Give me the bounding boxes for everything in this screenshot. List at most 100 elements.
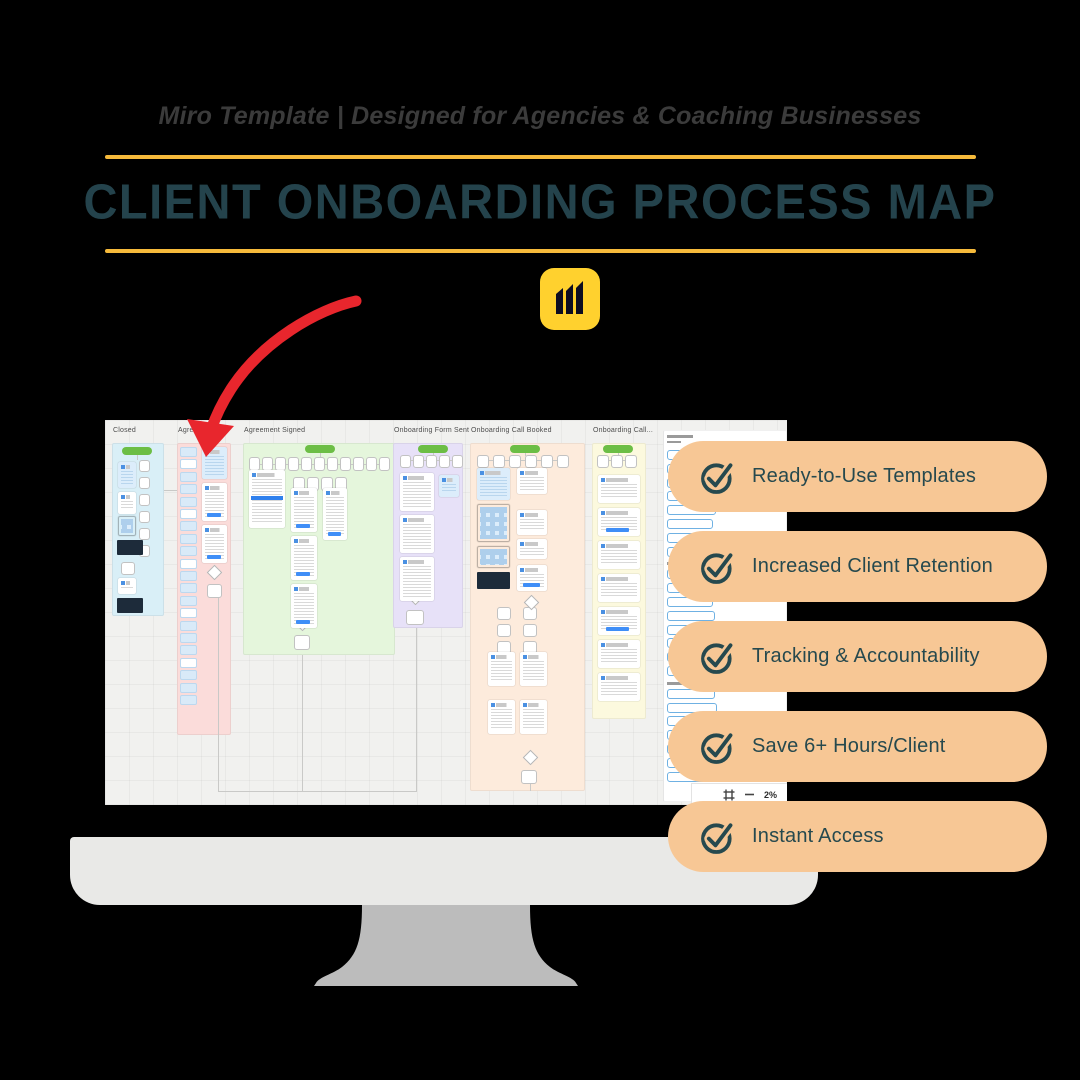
flow-node <box>400 455 411 468</box>
zoom-level: 2% <box>763 789 777 800</box>
connector-line <box>137 455 138 460</box>
flow-card <box>488 652 515 686</box>
minus-icon[interactable] <box>744 789 755 800</box>
flow-card <box>400 557 434 601</box>
checklist-chip <box>180 682 197 693</box>
panel-row <box>667 519 713 529</box>
connector-line <box>218 598 219 791</box>
flow-node <box>477 455 489 468</box>
flow-node <box>497 607 511 620</box>
connector-line <box>525 453 526 456</box>
flow-card <box>488 700 515 734</box>
green-sticker <box>122 447 152 455</box>
check-circle-icon <box>701 820 736 854</box>
flow-node <box>139 511 150 523</box>
checklist-chip <box>180 695 197 705</box>
flow-card <box>323 488 347 540</box>
connector-line <box>618 453 619 456</box>
flow-node <box>452 455 463 468</box>
benefit-label: Ready-to-Use Templates <box>752 465 977 487</box>
connector-line <box>302 655 303 792</box>
benefit-label: Instant Access <box>752 825 884 847</box>
flow-node <box>413 455 424 468</box>
flow-card <box>118 578 136 594</box>
panel-section-bar <box>667 681 687 685</box>
checklist-chip <box>180 509 197 519</box>
flow-node <box>426 455 437 468</box>
flow-card <box>249 470 285 528</box>
flow-node <box>139 528 150 540</box>
flow-grid-card <box>477 546 510 568</box>
check-circle-icon <box>701 640 736 674</box>
checklist-chip <box>180 608 197 619</box>
green-sticker <box>510 445 540 453</box>
flow-node <box>406 610 424 625</box>
benefit-pill-templates[interactable]: Ready-to-Use Templates <box>668 441 1047 512</box>
flow-card <box>291 488 317 532</box>
benefit-label: Save 6+ Hours/Client <box>752 735 946 757</box>
flow-card <box>291 584 317 628</box>
flow-node <box>288 457 299 471</box>
flow-card <box>520 700 547 734</box>
accent-line-top <box>105 155 976 159</box>
frame-icon[interactable] <box>723 789 735 801</box>
green-sticker <box>603 445 633 453</box>
benefit-pill-instant-access[interactable]: Instant Access <box>668 801 1047 872</box>
flow-node <box>121 562 135 575</box>
flow-card <box>202 483 227 521</box>
flow-card <box>517 510 547 535</box>
green-sticker <box>418 445 448 453</box>
checklist-chip <box>180 484 197 495</box>
flow-node <box>439 455 450 468</box>
checklist-chip <box>180 496 197 507</box>
page-title: CLIENT ONBOARDING PROCESS MAP <box>83 173 997 230</box>
flow-card <box>291 536 317 580</box>
checklist-chip <box>180 657 197 668</box>
flow-card <box>439 475 459 497</box>
flow-node <box>139 477 150 489</box>
flow-node <box>611 455 623 468</box>
accent-line-bottom <box>105 249 976 253</box>
checklist-chip <box>180 645 197 656</box>
benefit-pill-tracking[interactable]: Tracking & Accountability <box>668 621 1047 692</box>
flow-node <box>314 457 325 471</box>
flow-card <box>400 515 434 553</box>
connector-line <box>164 490 177 491</box>
flow-card <box>598 475 640 503</box>
connector-line <box>320 453 321 457</box>
checklist-chip <box>180 558 197 569</box>
flow-card <box>598 541 640 569</box>
checklist-chip <box>180 546 197 557</box>
flow-node <box>493 455 505 468</box>
flow-node <box>541 455 553 468</box>
connector-line <box>530 780 531 791</box>
flow-card <box>598 508 640 536</box>
flow-card <box>202 525 227 563</box>
panel-title-bar <box>667 441 681 443</box>
screenshot-thumb <box>477 572 510 589</box>
check-circle-icon <box>701 460 736 494</box>
benefit-label: Tracking & Accountability <box>752 645 980 667</box>
miro-logo-icon <box>540 268 600 330</box>
benefit-pill-retention[interactable]: Increased Client Retention <box>668 531 1047 602</box>
flow-card <box>598 607 640 635</box>
checklist-chip <box>180 633 197 643</box>
subtitle: Miro Template | Designed for Agencies & … <box>158 102 922 130</box>
flow-node <box>207 584 222 598</box>
flow-card <box>520 652 547 686</box>
connector-line <box>416 628 417 792</box>
checklist-chip <box>180 459 197 470</box>
benefit-pill-save-hours[interactable]: Save 6+ Hours/Client <box>668 711 1047 782</box>
flow-node <box>301 457 312 471</box>
column-label-call_booked: Onboarding Call Booked <box>471 427 552 434</box>
connector-line <box>483 460 565 461</box>
flow-card <box>598 640 640 668</box>
flow-grid-card <box>118 516 136 536</box>
board-zoom-bar: 2% <box>691 783 787 805</box>
check-circle-icon <box>701 550 736 584</box>
screenshot-thumb <box>117 598 143 613</box>
flow-card <box>517 539 547 559</box>
flow-card <box>118 492 136 514</box>
flow-card <box>118 462 136 488</box>
